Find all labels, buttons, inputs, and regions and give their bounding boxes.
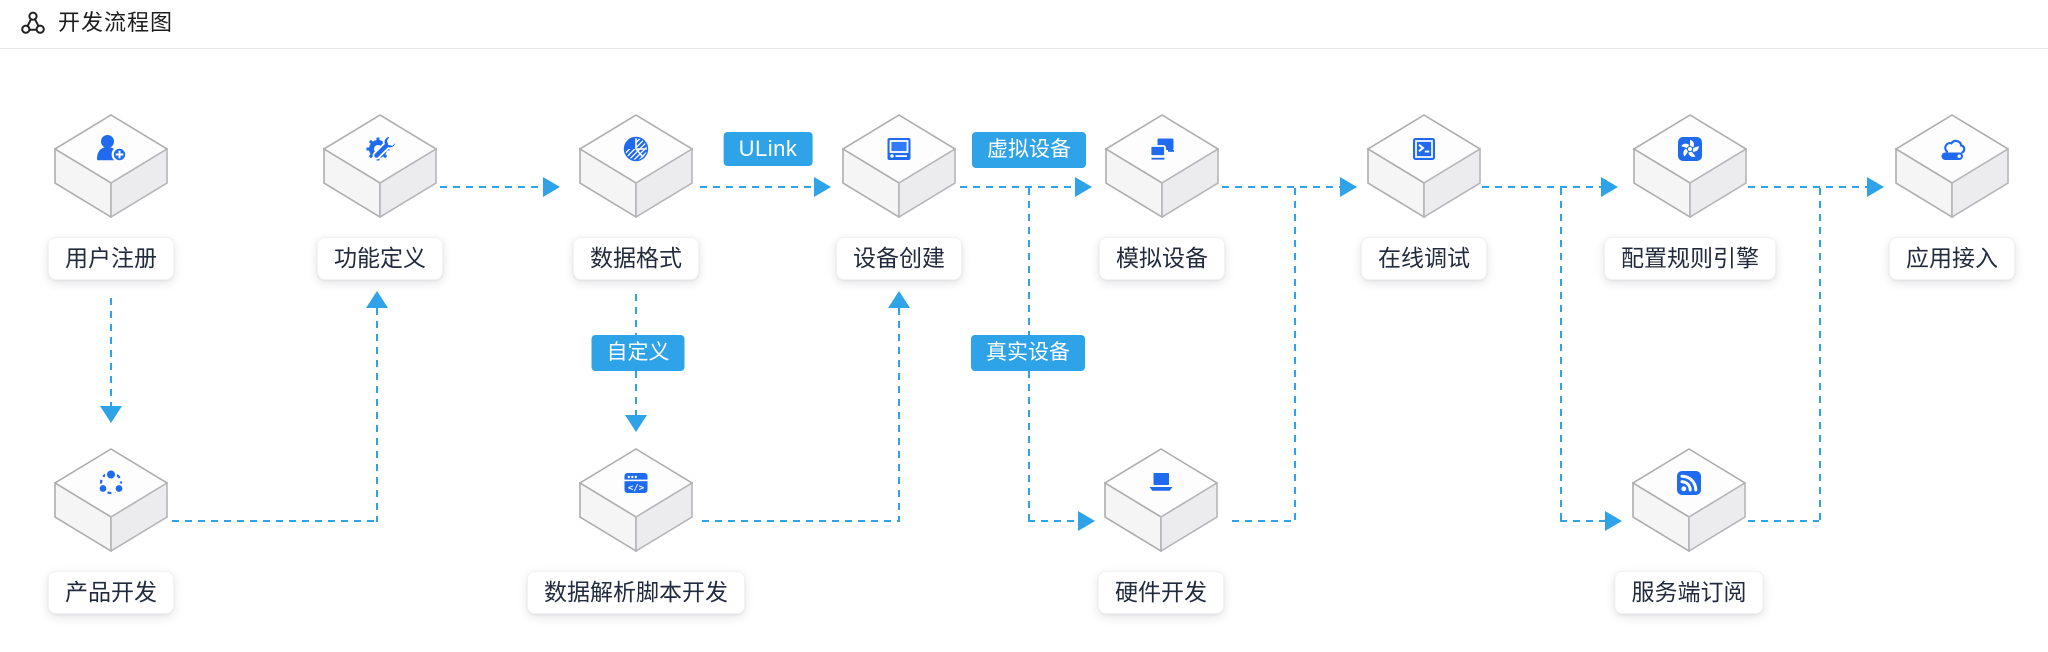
cube-shape: [1105, 114, 1219, 218]
connector-line: [635, 294, 637, 336]
node-user-register[interactable]: 用户注册: [48, 114, 174, 280]
cube-shape: [1895, 114, 2009, 218]
arrowhead-right: [1601, 177, 1618, 197]
page-title: 开发流程图: [58, 10, 174, 35]
node-label: 配置规则引擎: [1604, 237, 1776, 280]
cube-shape: [1633, 114, 1747, 218]
connector-line: [1560, 520, 1605, 522]
arrowhead-right: [1078, 511, 1095, 531]
edge-badge-virtual-device: 虚拟设备: [972, 132, 1086, 168]
node-server-subscription[interactable]: 服务端订阅: [1614, 448, 1764, 614]
arrowhead-right: [1340, 177, 1357, 197]
connector-line: [1294, 188, 1296, 522]
node-data-parse-script-develop[interactable]: </> 数据解析脚本开发: [527, 448, 745, 614]
dual-screen-icon: [1149, 138, 1174, 160]
edge-badge-ulink: ULink: [723, 132, 813, 166]
node-label: 产品开发: [48, 571, 174, 614]
cube-shape: [54, 448, 168, 552]
node-simulated-device[interactable]: 模拟设备: [1099, 114, 1225, 280]
node-label: 用户注册: [48, 237, 174, 280]
arrowhead-down: [100, 406, 122, 423]
connector-line: [635, 371, 637, 415]
pie-chart-icon: [623, 136, 649, 162]
connector-line: [1819, 188, 1821, 522]
arrowhead-right: [543, 177, 560, 197]
arrowhead-right: [1075, 177, 1092, 197]
code-window-icon: </>: [624, 473, 648, 494]
edge-badge-real-device: 真实设备: [971, 335, 1085, 371]
connector-line: [1028, 371, 1030, 521]
collaboration-icon: [97, 468, 125, 495]
node-label: 数据解析脚本开发: [527, 571, 745, 614]
gear-wrench-icon: [366, 135, 397, 161]
connector-line: [1748, 520, 1819, 522]
arrowhead-right: [814, 177, 831, 197]
connector-line: [1560, 188, 1562, 522]
node-function-definition[interactable]: 功能定义: [317, 114, 443, 280]
arrowhead-up: [888, 291, 910, 308]
header: 开发流程图: [0, 0, 2048, 48]
rss-icon: [1677, 471, 1701, 495]
node-label: 在线调试: [1361, 237, 1487, 280]
connector-line: [1748, 186, 1867, 188]
pinwheel-icon: [1678, 137, 1702, 161]
node-label: 模拟设备: [1099, 237, 1225, 280]
connector-line: [702, 520, 900, 522]
terminal-icon: [1413, 138, 1435, 160]
node-label: 数据格式: [573, 237, 699, 280]
arrowhead-up: [366, 291, 388, 308]
cube-shape: [842, 114, 956, 218]
connector-line: [1028, 188, 1030, 336]
edge-badge-custom: 自定义: [591, 335, 685, 371]
connector-line: [376, 308, 378, 522]
connector-line: [1028, 520, 1078, 522]
node-data-format[interactable]: 数据格式: [573, 114, 699, 280]
connector-line: [110, 298, 112, 406]
connector-line: [1482, 186, 1601, 188]
node-label: 设备创建: [836, 237, 962, 280]
connector-line: [960, 186, 1075, 188]
node-hardware-develop[interactable]: 硬件开发: [1098, 448, 1224, 614]
arrowhead-right: [1605, 511, 1622, 531]
node-rules-engine-config[interactable]: 配置规则引擎: [1604, 114, 1776, 280]
node-online-debug[interactable]: 在线调试: [1361, 114, 1487, 280]
node-label: 功能定义: [317, 237, 443, 280]
device-screen-icon: [887, 138, 911, 160]
header-divider: [0, 48, 2048, 49]
connector-line: [1232, 520, 1294, 522]
laptop-icon: [1149, 473, 1173, 491]
node-label: 应用接入: [1889, 237, 2015, 280]
connector-line: [440, 186, 544, 188]
cloud-storage-icon: [1941, 139, 1966, 160]
flow-nodes-icon: [21, 11, 45, 34]
node-device-create[interactable]: 设备创建: [836, 114, 962, 280]
connector-line: [700, 186, 814, 188]
node-product-develop[interactable]: 产品开发: [48, 448, 174, 614]
arrowhead-down: [625, 415, 647, 432]
connector-line: [1222, 186, 1340, 188]
arrowhead-right: [1867, 177, 1884, 197]
node-label: 硬件开发: [1098, 571, 1224, 614]
svg-text:</>: </>: [628, 484, 645, 494]
node-label: 服务端订阅: [1614, 571, 1764, 614]
connector-line: [898, 308, 900, 522]
user-add-icon: [97, 135, 128, 163]
node-app-access[interactable]: 应用接入: [1889, 114, 2015, 280]
connector-line: [172, 520, 378, 522]
